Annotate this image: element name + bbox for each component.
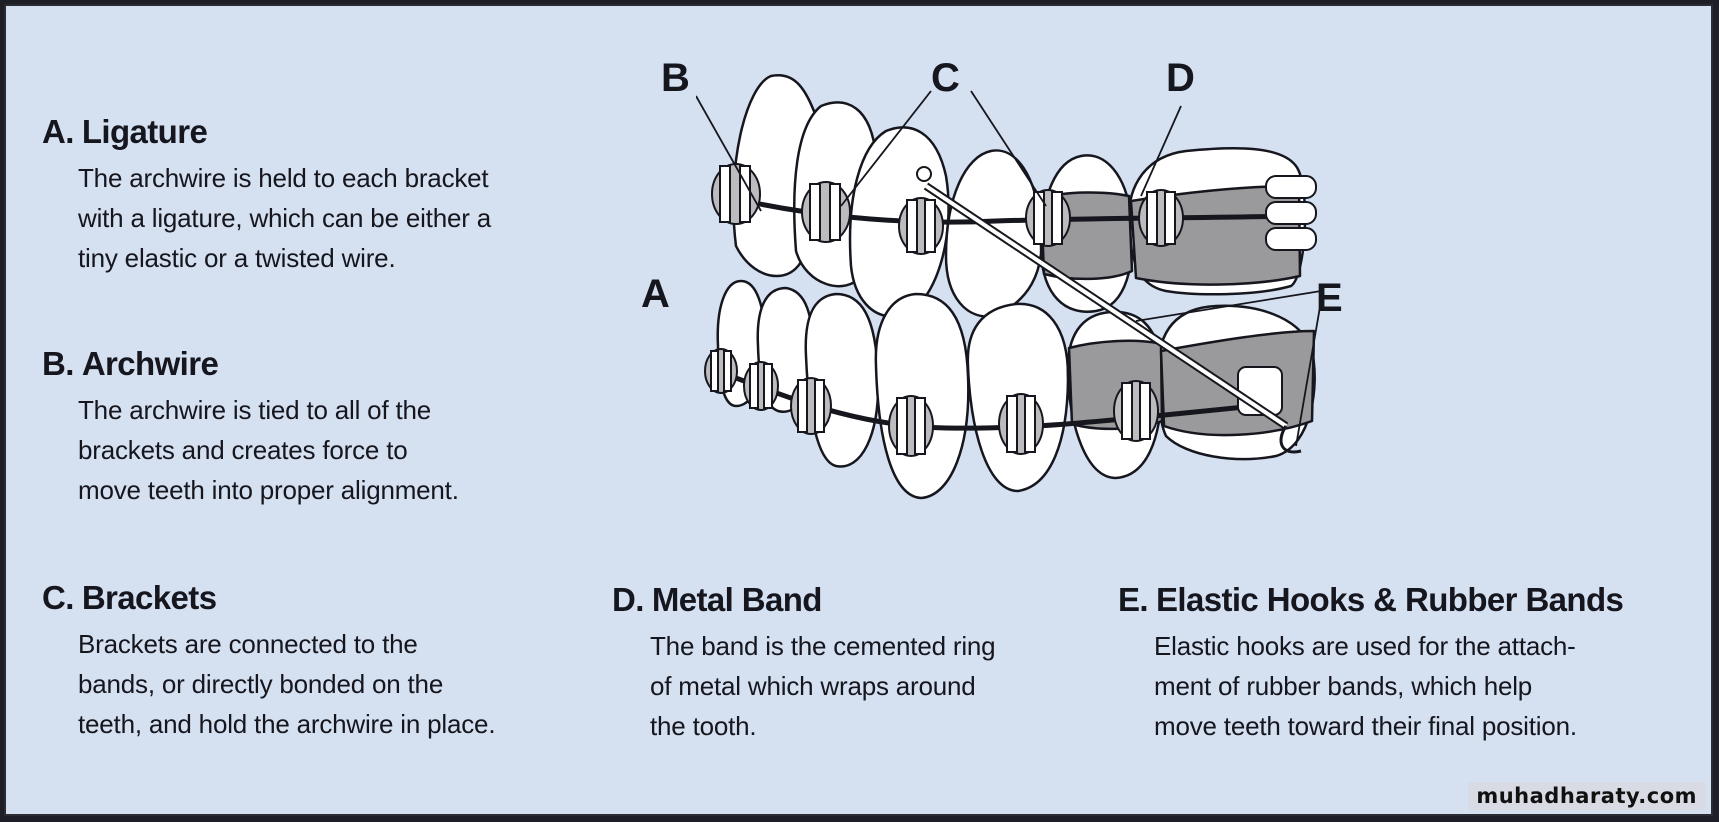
- section-description: The band is the cemented ring of metal w…: [650, 626, 996, 746]
- description-line: Elastic hooks are used for the attach-: [1154, 631, 1576, 661]
- lower-tooth: [874, 292, 970, 500]
- description-line: move teeth into proper alignment.: [78, 475, 459, 505]
- braces-drawing: [665, 73, 1322, 500]
- section-heading: C.Brackets: [42, 578, 495, 618]
- section-title: Brackets: [81, 579, 217, 616]
- section-heading: E.Elastic Hooks & Rubber Bands: [1118, 580, 1624, 620]
- upper-brackets: [711, 163, 1317, 255]
- callout-c: C: [931, 56, 960, 100]
- lower-brackets: [704, 348, 1283, 457]
- section-heading: B.Archwire: [42, 344, 459, 384]
- section-ligature: A.Ligature The archwire is held to each …: [42, 112, 491, 278]
- callout-b: B: [661, 56, 690, 100]
- molar-tube: [1265, 175, 1317, 251]
- rubber-band-inner: [924, 184, 1288, 428]
- description-line: tiny elastic or a twisted wire.: [78, 243, 396, 273]
- bracket: [898, 197, 944, 255]
- description-line: with a ligature, which can be either a: [78, 203, 491, 233]
- section-title: Archwire: [81, 345, 219, 382]
- section-description: Brackets are connected to the bands, or …: [78, 624, 496, 744]
- diagram-frame: A.Ligature The archwire is held to each …: [4, 4, 1713, 816]
- section-heading: D.Metal Band: [612, 580, 995, 620]
- bracket: [743, 361, 779, 411]
- elastic-hook-lower: [1279, 425, 1302, 454]
- bracket: [711, 163, 761, 225]
- braces-illustration: A B C D E: [641, 46, 1706, 566]
- description-line: The band is the cemented ring: [650, 631, 996, 661]
- section-letter: B.: [42, 345, 74, 382]
- section-letter: A.: [42, 113, 74, 150]
- section-title: Elastic Hooks & Rubber Bands: [1155, 581, 1624, 618]
- description-line: ment of rubber bands, which help: [1154, 671, 1533, 701]
- section-archwire: B.Archwire The archwire is tied to all o…: [42, 344, 459, 510]
- description-line: The archwire is held to each bracket: [78, 163, 489, 193]
- description-line: teeth, and hold the archwire in place.: [78, 709, 496, 739]
- callout-e: E: [1316, 276, 1343, 320]
- lower-archwire: [715, 368, 1277, 431]
- section-letter: E.: [1118, 581, 1149, 618]
- callout-d: D: [1166, 56, 1195, 100]
- section-heading: A.Ligature: [42, 112, 491, 152]
- description-line: The archwire is tied to all of the: [78, 395, 432, 425]
- bracket: [888, 395, 934, 457]
- section-description: The archwire is held to each bracket wit…: [78, 158, 491, 278]
- section-description: The archwire is tied to all of the brack…: [78, 390, 459, 510]
- section-elastic-hooks: E.Elastic Hooks & Rubber Bands Elastic h…: [1118, 580, 1624, 746]
- section-title: Ligature: [81, 113, 208, 150]
- callout-a: A: [641, 272, 670, 316]
- description-line: brackets and creates force to: [78, 435, 408, 465]
- section-metal-band: D.Metal Band The band is the cemented ri…: [612, 580, 996, 746]
- bracket: [801, 181, 851, 243]
- bracket: [790, 377, 832, 435]
- bracket: [1138, 189, 1184, 247]
- description-line: move teeth toward their final position.: [1154, 711, 1577, 741]
- description-line: Brackets are connected to the: [78, 629, 418, 659]
- section-brackets: C.Brackets Brackets are connected to the…: [42, 578, 496, 744]
- leader-lines: [665, 90, 1322, 447]
- section-letter: C.: [42, 579, 74, 616]
- section-description: Elastic hooks are used for the attach- m…: [1154, 626, 1623, 746]
- bracket: [704, 348, 738, 394]
- bracket: [1025, 189, 1071, 247]
- section-letter: D.: [612, 581, 644, 618]
- description-line: of metal which wraps around: [650, 671, 976, 701]
- bracket: [998, 393, 1044, 455]
- description-line: bands, or directly bonded on the: [78, 669, 444, 699]
- bracket: [1113, 380, 1159, 442]
- section-title: Metal Band: [651, 581, 823, 618]
- watermark: muhadharaty.com: [1468, 782, 1705, 810]
- elastic-hook-upper: [916, 166, 932, 182]
- description-line: the tooth.: [650, 711, 757, 741]
